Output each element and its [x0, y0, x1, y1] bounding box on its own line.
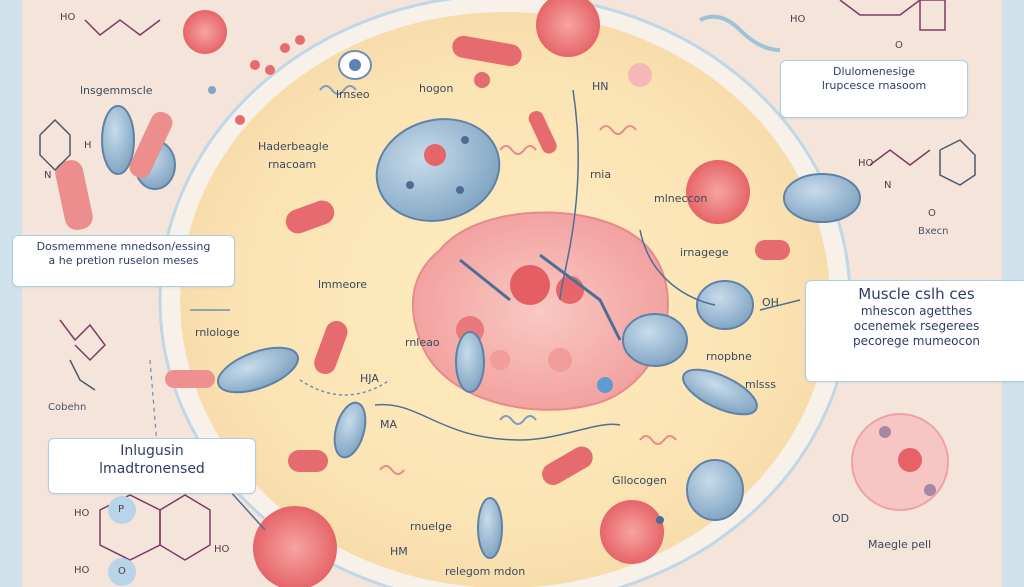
callout-bottom-left-line1: Inlugusin: [120, 443, 184, 459]
chem-p: P: [118, 504, 125, 515]
label-relegom-mdon: relegom mdon: [445, 565, 526, 578]
label-gllocogen: Gllocogen: [612, 474, 667, 487]
callout-bottom-left-line2: lmadtronensed: [99, 460, 205, 477]
chem-o-top-right: O: [895, 40, 903, 51]
callout-right-title: Muscle cslh ces: [858, 285, 975, 303]
label-bxecn: Bxecn: [918, 226, 949, 237]
chem-o: O: [118, 566, 126, 577]
label-rnia: rnia: [590, 168, 612, 181]
callout-right-line2: mhescon agetthes: [860, 303, 973, 318]
chem-ho-top-left: HO: [60, 12, 76, 23]
label-od: OD: [832, 512, 850, 525]
callout-right-line3: ocenemek rsegerees: [853, 318, 980, 333]
label-hogon: hogon: [419, 82, 454, 95]
callout-left-middle: Dosmemmene mnedson/essing a he pretion r…: [12, 235, 235, 287]
chem-h-left: H: [84, 140, 92, 151]
callout-left-line2: a he pretion ruselon meses: [48, 253, 199, 267]
label-haderbeagle: Haderbeagle: [258, 140, 329, 153]
chem-n-left: N: [44, 170, 52, 181]
callout-top-right-line2: lrupcesce rnasoom: [821, 78, 927, 92]
callout-right-middle: Muscle cslh ces mhescon agetthes oceneme…: [805, 280, 1024, 382]
callout-bottom-left: Inlugusin lmadtronensed: [48, 438, 256, 494]
label-ma: MA: [380, 418, 398, 431]
chem-ho-top-right: HO: [790, 14, 806, 25]
label-rnacoam: rnacoam: [268, 158, 317, 171]
chem-ho-right: HO: [858, 158, 874, 169]
label-mlneccon: mlneccon: [654, 192, 708, 205]
label-rnopbne: rnopbne: [706, 350, 752, 363]
label-rnlologe: rnlologe: [195, 326, 240, 339]
label-hm: HM: [390, 545, 408, 558]
callout-left-line1: Dosmemmene mnedson/essing: [36, 240, 211, 253]
label-oh: OH: [762, 296, 779, 309]
label-hja: HJA: [360, 372, 379, 385]
label-mlsss: mlsss: [745, 378, 776, 391]
label-rnuelge: rnuelge: [410, 520, 452, 533]
callout-top-right-line1: Dlulomenesige: [832, 65, 916, 78]
callout-right-line4: pecorege mumeocon: [852, 333, 981, 348]
chem-o-right: O: [928, 208, 936, 219]
label-lrnseo: lrnseo: [336, 88, 370, 101]
label-rnleao: rnleao: [405, 336, 440, 349]
label-lmmeore: lmmeore: [318, 278, 368, 291]
label-irnagege: irnagege: [680, 246, 729, 259]
label-hn: HN: [592, 80, 609, 93]
label-maegle-pell: Maegle pell: [868, 538, 932, 551]
label-cobehn: Cobehn: [48, 402, 87, 413]
chem-ho-bottom-3: HO: [214, 544, 230, 555]
callout-top-right: Dlulomenesige lrupcesce rnasoom: [780, 60, 968, 118]
chem-ho-bottom-2: HO: [74, 565, 90, 576]
chem-n-right: N: [884, 180, 892, 191]
chem-ho-bottom-1: HO: [74, 508, 90, 519]
label-lnsgemmscle: lnsgemmscle: [80, 84, 153, 97]
